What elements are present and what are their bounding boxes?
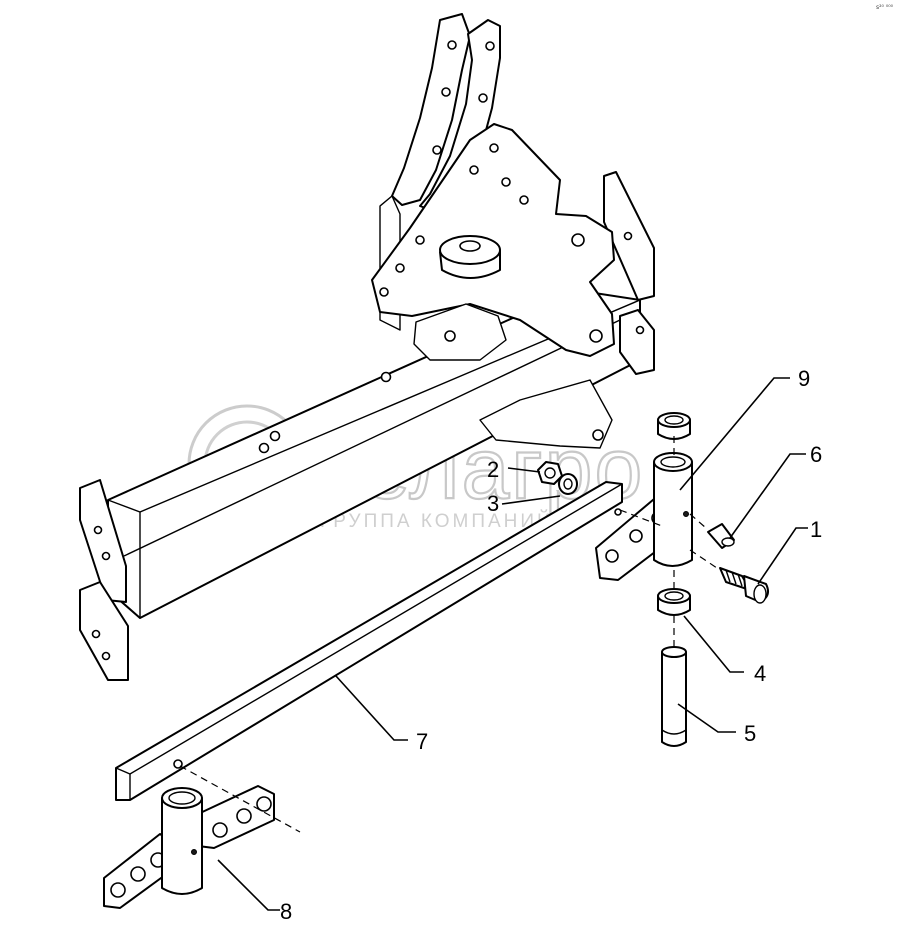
callout-2: 2 bbox=[487, 457, 499, 482]
callout-7: 7 bbox=[416, 729, 428, 754]
assembly-axes bbox=[179, 436, 721, 833]
sleeve-bracket-left bbox=[103, 785, 275, 909]
corner-mark: s²⁰ ⁰⁰⁰ bbox=[876, 4, 894, 11]
bushing-lower bbox=[657, 588, 691, 616]
countersunk-bolt bbox=[719, 567, 769, 604]
callout-4: 4 bbox=[754, 661, 766, 686]
pivot-pin bbox=[661, 646, 687, 747]
watermark-subtitle: ГРУППА КОМПАНИЙ bbox=[320, 510, 554, 532]
triangle-flange bbox=[371, 123, 615, 361]
callout-9: 9 bbox=[798, 366, 810, 391]
callout-3: 3 bbox=[487, 491, 499, 516]
grease-fitting bbox=[707, 523, 735, 549]
bushing-upper bbox=[657, 412, 691, 440]
leader-lines bbox=[217, 377, 808, 911]
callout-8: 8 bbox=[280, 899, 292, 924]
washer bbox=[558, 473, 578, 495]
flat-bar bbox=[115, 481, 623, 801]
callout-6: 6 bbox=[810, 442, 822, 467]
callout-5: 5 bbox=[744, 721, 756, 746]
beam-end-plate-left bbox=[79, 479, 129, 681]
beam-end-plate-right bbox=[603, 171, 655, 375]
callout-1: 1 bbox=[810, 517, 822, 542]
callouts: 1 2 3 4 5 6 7 8 9 bbox=[280, 366, 822, 924]
hex-nut bbox=[537, 461, 563, 485]
